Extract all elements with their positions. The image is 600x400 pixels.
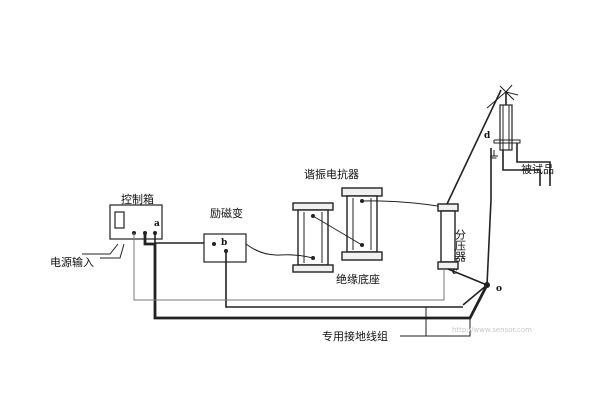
insulation-base-label: 绝缘底座 (336, 272, 380, 286)
control-box-switch (114, 211, 125, 229)
voltage-divider-label: 分压器 (454, 229, 467, 263)
exciter-transformer-frame (203, 233, 247, 263)
wire-exciter-ground (225, 251, 463, 308)
terminal-d-label: d (484, 131, 491, 141)
exciter-transformer-label: 励磁变 (210, 206, 243, 220)
test-object-tank-outer (516, 143, 551, 186)
test-object-tank-inner (502, 150, 541, 186)
resonant-reactor-label: 谐振电抗器 (304, 167, 359, 181)
resonant-reactor-2 (341, 187, 383, 261)
ground-wire-set-label: 专用接地线组 (322, 329, 388, 343)
bushing-prong-2 (505, 84, 513, 93)
exciter-transformer: b 励磁变 (203, 206, 247, 263)
wire-reactor-series-link (312, 215, 363, 246)
reactor-2-coil (346, 195, 378, 253)
exciter-terminal-1 (212, 242, 216, 246)
reactor-2-top-flange (341, 187, 383, 197)
divider-top-cap (437, 203, 459, 212)
wire-ground-return-main (143, 233, 489, 320)
voltage-divider-label-text: 分压器 (454, 229, 467, 263)
power-input-lead-2 (82, 243, 119, 255)
wire-divider-to-ground (447, 268, 488, 286)
power-input-label: 电源输入 (50, 255, 94, 269)
wire-ground-diagonal (462, 284, 488, 306)
terminal-a-label: a (154, 219, 160, 229)
watermark-text: http://www.sensor.com (452, 326, 532, 334)
wire-test-object-to-ground (486, 148, 492, 286)
wire-hv-lead-branch (486, 89, 509, 109)
ground-wire-set-bracket (425, 307, 471, 337)
reactor-2-bottom-flange (341, 251, 383, 261)
test-object-label: 被试品 (521, 163, 554, 176)
bushing-prong-3 (505, 91, 519, 96)
terminal-b-label: b (221, 238, 227, 248)
bushing-prong-4 (505, 91, 515, 101)
reactor-1-bottom-flange (292, 264, 334, 273)
wire-hv-lead (446, 89, 502, 205)
control-box-label: 控制箱 (121, 192, 154, 206)
power-input-lead-1 (100, 243, 125, 259)
wire-exciter-to-reactor-1 (245, 243, 314, 259)
control-box: 控制箱 a (109, 192, 163, 240)
terminal-o-label: o (496, 284, 502, 294)
test-object-flange (493, 139, 521, 144)
test-object: d 被试品 (484, 84, 554, 186)
wire-measuring-lead (133, 233, 445, 301)
wire-reactor-2-to-divider (361, 200, 446, 208)
bushing-prong-1 (499, 85, 507, 93)
reactor-1-top-flange (292, 202, 334, 211)
resonant-reactor-1 (292, 202, 334, 273)
